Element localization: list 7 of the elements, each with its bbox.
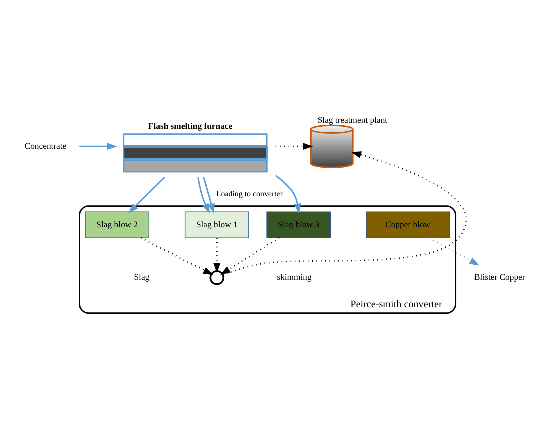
edge-label: Loading to converter bbox=[216, 189, 283, 198]
node-label: Slag treatment plant bbox=[318, 114, 388, 125]
label: skimming bbox=[277, 272, 312, 282]
label: Slag bbox=[134, 272, 150, 282]
node-text: Concentrate bbox=[24, 140, 67, 150]
node-text: Blister Copper bbox=[474, 272, 526, 282]
node-label: Flash smelting furnace bbox=[148, 120, 233, 130]
